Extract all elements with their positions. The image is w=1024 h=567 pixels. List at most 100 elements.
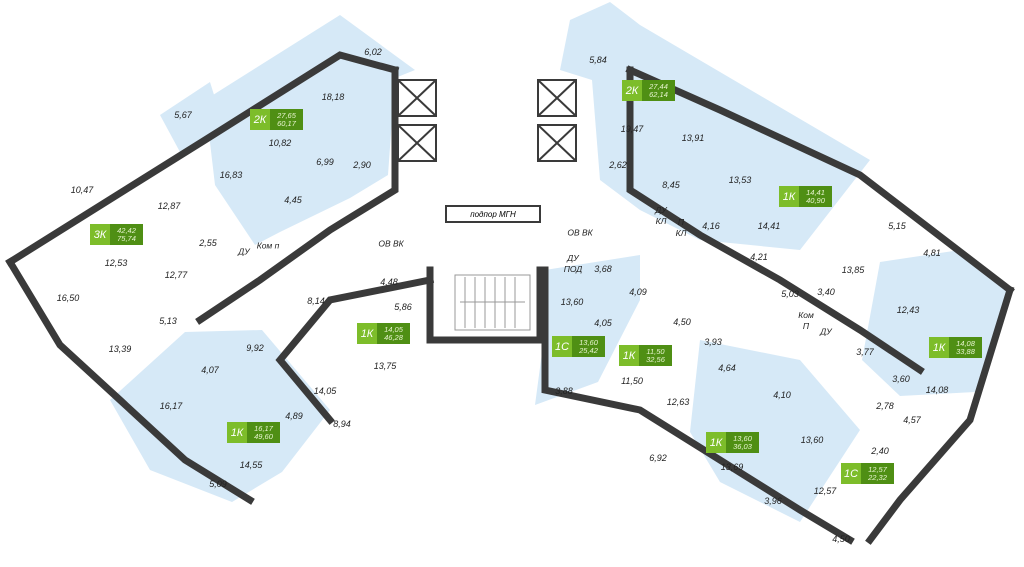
room-area: 6,02 — [364, 47, 382, 57]
room-area: 2,62 — [609, 160, 627, 170]
room-area: 6,92 — [649, 453, 667, 463]
room-area: 14,41 — [757, 221, 781, 231]
apartment-type: 1К — [929, 337, 949, 358]
room-area: 5,67 — [174, 110, 192, 120]
room-area: 13,60 — [560, 297, 584, 307]
apartment-type: 2К — [250, 109, 270, 130]
room-area: 10,82 — [268, 138, 292, 148]
room-area: 3,93 — [704, 337, 722, 347]
room-area: 13,85 — [841, 265, 865, 275]
room-area: 16,83 — [219, 170, 243, 180]
du-kl-label: ДУ КЛ — [655, 205, 667, 226]
room-area: 13,75 — [373, 361, 397, 371]
living-area: 14,08 — [956, 338, 975, 348]
apartment-type: 3К — [90, 224, 110, 245]
room-area: 4,57 — [903, 415, 921, 425]
apartment-type: 1К — [779, 186, 799, 207]
du-label: ДУ — [238, 246, 250, 257]
room-area: 13,91 — [681, 133, 705, 143]
room-area: 16,17 — [159, 401, 183, 411]
apartment-type: 1С — [841, 463, 861, 484]
total-area: 62,14 — [649, 89, 668, 99]
room-area: 3,96 — [764, 496, 782, 506]
room-area: 12,53 — [104, 258, 128, 268]
room-area: 4,64 — [718, 363, 736, 373]
room-area: 2,90 — [353, 160, 371, 170]
room-area: 3,60 — [892, 374, 910, 384]
room-area: 4,10 — [773, 390, 791, 400]
total-area: 75,74 — [117, 233, 136, 243]
room-area: 14,55 — [239, 460, 263, 470]
room-area: 13,60 — [800, 435, 824, 445]
total-area: 36,03 — [733, 441, 752, 451]
living-area: 16,17 — [254, 423, 273, 433]
apartment-type: 1К — [706, 432, 726, 453]
room-area: 13,39 — [108, 344, 132, 354]
room-area: 14,05 — [313, 386, 337, 396]
room-area: 6,99 — [316, 157, 334, 167]
room-area: 5,86 — [394, 302, 412, 312]
living-area: 11,50 — [646, 346, 665, 356]
room-area: 8,94 — [333, 419, 351, 429]
room-area: 3,77 — [856, 347, 874, 357]
living-area: 13,60 — [579, 337, 598, 347]
living-area: 27,44 — [649, 81, 668, 91]
room-area: 12,77 — [164, 270, 188, 280]
room-area: 13,69 — [720, 462, 744, 472]
room-area: 2,40 — [871, 446, 889, 456]
apartment-type: 1К — [619, 345, 639, 366]
apartment-type: 1С — [552, 336, 572, 357]
walls — [5, 51, 1015, 545]
room-area: 14,08 — [925, 385, 949, 395]
elevator-shafts — [397, 79, 577, 162]
room-area: 5,13 — [159, 316, 177, 326]
total-area: 25,42 — [579, 345, 598, 355]
kom-p-label: Ком П — [798, 310, 814, 331]
room-area: 16,50 — [56, 293, 80, 303]
room-area: 19,47 — [620, 124, 644, 134]
room-area: 8,45 — [662, 180, 680, 190]
apartment-1c-13-60-area — [535, 255, 640, 405]
apartment-type: 1К — [357, 323, 377, 344]
room-area: 3,88 — [555, 386, 573, 396]
room-area: 8,14 — [307, 296, 325, 306]
apartment-type: 2К — [622, 80, 642, 101]
p-kl-label: П КЛ — [675, 217, 687, 238]
room-area: 4,45 — [284, 195, 302, 205]
total-area: 32,56 — [646, 354, 665, 364]
room-area: 5,09 — [209, 479, 227, 489]
room-area: 9,92 — [246, 343, 264, 353]
room-area: 4,81 — [923, 248, 941, 258]
room-area: 4,48 — [380, 277, 398, 287]
room-area: 4,16 — [702, 221, 720, 231]
room-area: 12,87 — [157, 201, 181, 211]
room-area: 4,09 — [629, 287, 647, 297]
room-area: 4,07 — [201, 365, 219, 375]
room-area: 18,18 — [321, 92, 345, 102]
room-area: 5,84 — [589, 55, 607, 65]
room-area: 4,50 — [673, 317, 691, 327]
room-area: 2,55 — [199, 238, 217, 248]
room-area: 13,53 — [728, 175, 752, 185]
du-label: ДУ — [820, 326, 832, 337]
apartment-1k-13-60-area — [690, 340, 860, 522]
room-area: 2,78 — [876, 401, 894, 411]
room-area: 5,15 — [888, 221, 906, 231]
total-area: 40,90 — [806, 195, 825, 205]
total-area: 46,28 — [384, 332, 403, 342]
living-area: 27,65 — [277, 110, 296, 120]
du-pod-label: ДУ ПОД — [563, 253, 583, 274]
room-area: 4,05 — [594, 318, 612, 328]
